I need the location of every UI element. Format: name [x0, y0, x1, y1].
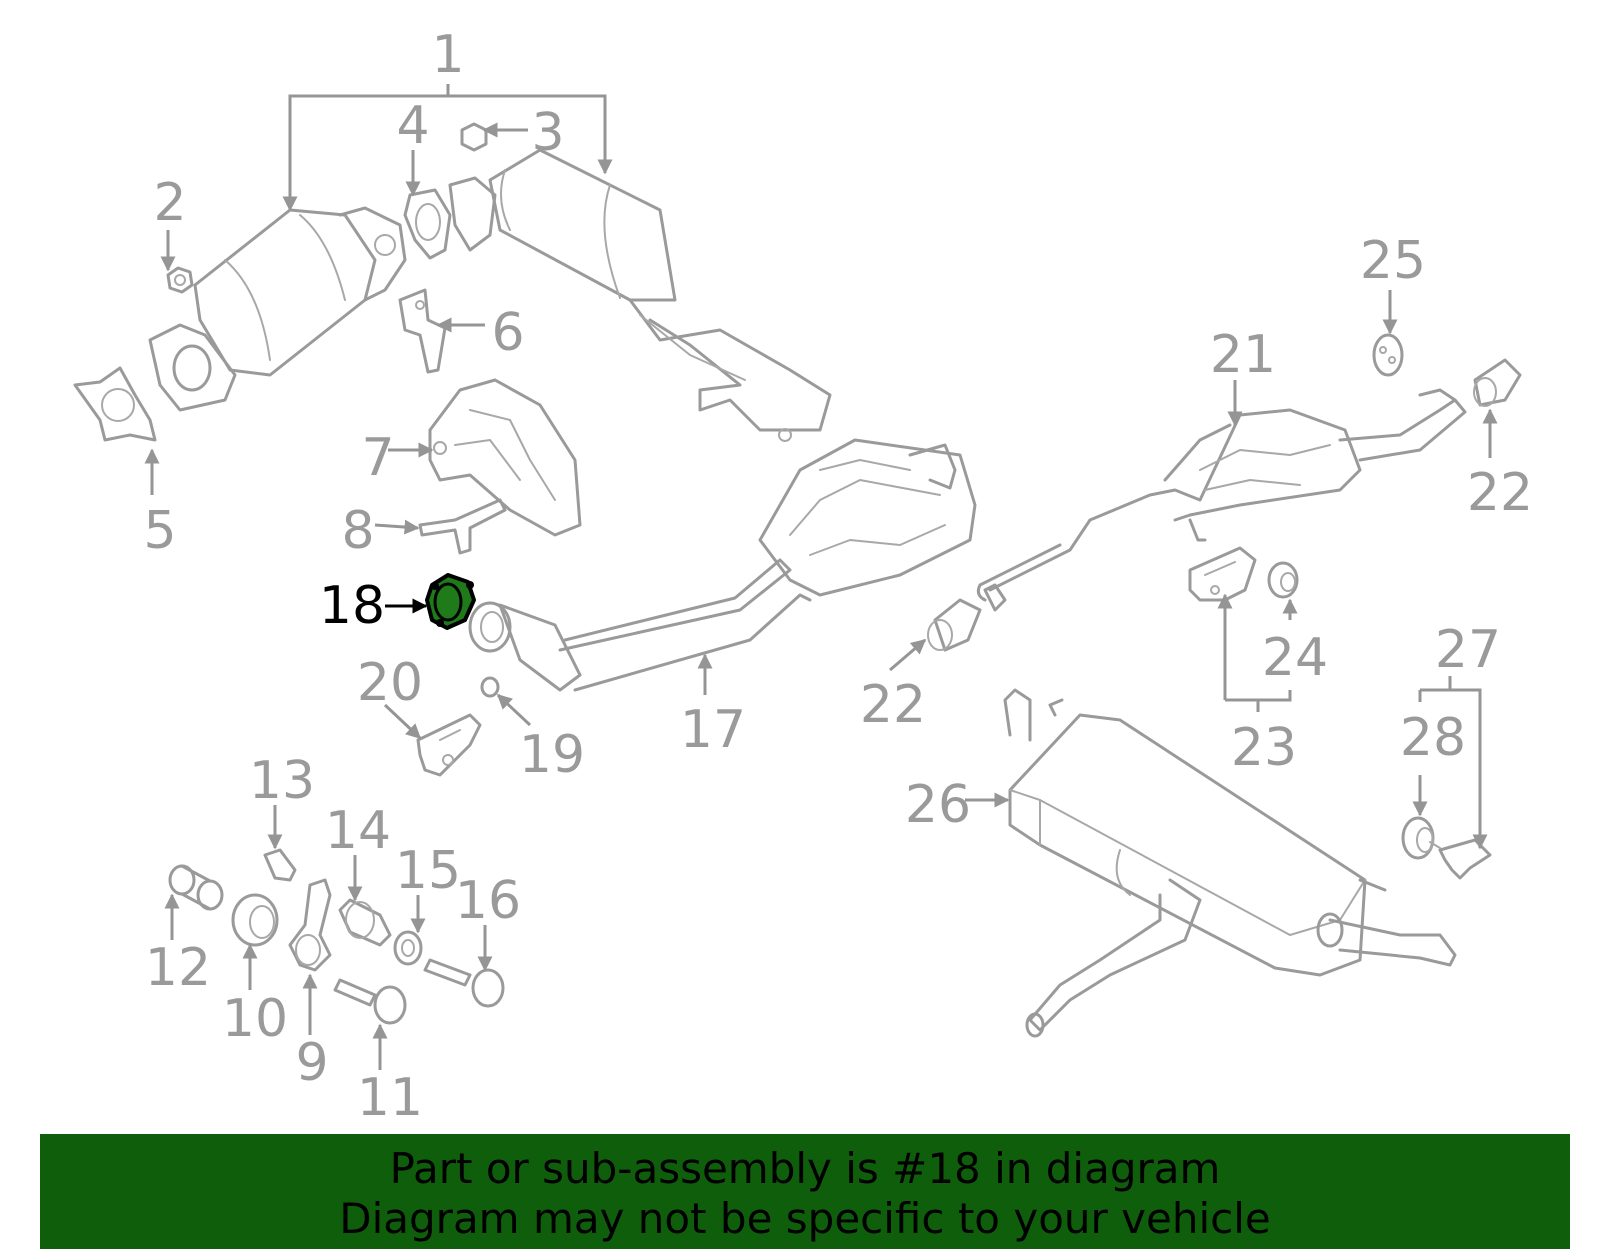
callout-26[interactable]: 26: [905, 775, 971, 835]
callout-17[interactable]: 17: [680, 700, 746, 760]
callout-7[interactable]: 7: [361, 428, 394, 488]
banner-line-part-info: Part or sub-assembly is #18 in diagram: [389, 1144, 1221, 1193]
part-19-nut[interactable]: [480, 676, 532, 727]
callout-10[interactable]: 10: [222, 989, 288, 1049]
part-10-insulator[interactable]: [231, 893, 279, 990]
part-20-bracket[interactable]: [383, 703, 482, 777]
callout-19[interactable]: 19: [519, 725, 585, 785]
callout-22-rear[interactable]: 22: [1467, 463, 1533, 523]
callout-21[interactable]: 21: [1210, 325, 1276, 385]
part-5-gasket[interactable]: [73, 366, 160, 495]
callout-27[interactable]: 27: [1435, 620, 1501, 680]
callout-4[interactable]: 4: [396, 96, 429, 156]
callout-8[interactable]: 8: [341, 501, 374, 561]
callout-13[interactable]: 13: [249, 751, 315, 811]
part-14-bushing[interactable]: [338, 855, 392, 947]
part-7-heat-shield[interactable]: [388, 378, 582, 537]
part-22-clamp-rear[interactable]: [1473, 358, 1522, 458]
part-6-bracket[interactable]: [398, 288, 485, 374]
part-15-washer[interactable]: [393, 895, 426, 966]
part-13-bolt[interactable]: [263, 805, 297, 882]
part-18-gasket-highlighted[interactable]: [385, 573, 476, 630]
callout-28[interactable]: 28: [1400, 708, 1466, 768]
callout-11[interactable]: 11: [357, 1068, 423, 1128]
part-16-bolt[interactable]: [423, 925, 505, 1008]
callout-15[interactable]: 15: [395, 841, 461, 901]
callout-6[interactable]: 6: [491, 303, 524, 363]
part-28-insulator[interactable]: [1401, 775, 1435, 860]
callout-3[interactable]: 3: [531, 103, 564, 163]
callout-16[interactable]: 16: [455, 871, 521, 931]
part-23-bracket[interactable]: [1188, 546, 1292, 712]
part-12-bolt[interactable]: [164, 864, 224, 940]
banner-line-disclaimer: Diagram may not be specific to your vehi…: [339, 1194, 1271, 1243]
part-17-front-pipe-muffler[interactable]: [468, 438, 977, 695]
part-1-catalytic-converter-assembly[interactable]: [148, 84, 832, 442]
part-11-bolt[interactable]: [333, 978, 407, 1070]
left-catalytic-converter: [148, 206, 407, 412]
callout-25[interactable]: 25: [1360, 231, 1426, 291]
part-24-insulator[interactable]: [1267, 561, 1299, 620]
callout-12[interactable]: 12: [145, 938, 211, 998]
part-22-clamp-front[interactable]: [889, 583, 1007, 672]
part-4-gasket[interactable]: [403, 150, 452, 260]
callout-18-highlighted[interactable]: 18: [319, 576, 385, 636]
part-25-insulator[interactable]: [1372, 290, 1404, 377]
callout-23[interactable]: 23: [1231, 718, 1297, 778]
callout-2[interactable]: 2: [153, 173, 186, 233]
callout-22-front[interactable]: 22: [860, 675, 926, 735]
part-2-nut[interactable]: [160, 230, 194, 294]
part-3-nut[interactable]: [460, 122, 528, 152]
callout-24[interactable]: 24: [1262, 628, 1328, 688]
part-9-hanger[interactable]: [288, 878, 332, 1035]
part-21-intermediate-muffler[interactable]: [976, 380, 1467, 602]
callout-9[interactable]: 9: [295, 1033, 328, 1093]
part-27-hanger-bracket[interactable]: [1418, 676, 1492, 880]
callout-5[interactable]: 5: [143, 501, 176, 561]
info-banner: Part or sub-assembly is #18 in diagram D…: [40, 1134, 1570, 1249]
callout-14[interactable]: 14: [325, 801, 391, 861]
part-26-rear-muffler[interactable]: [965, 688, 1457, 1038]
right-catalytic-converter: [448, 148, 832, 442]
part-8-bracket[interactable]: [374, 498, 507, 555]
callout-1[interactable]: 1: [431, 25, 464, 85]
callout-20[interactable]: 20: [357, 653, 423, 713]
